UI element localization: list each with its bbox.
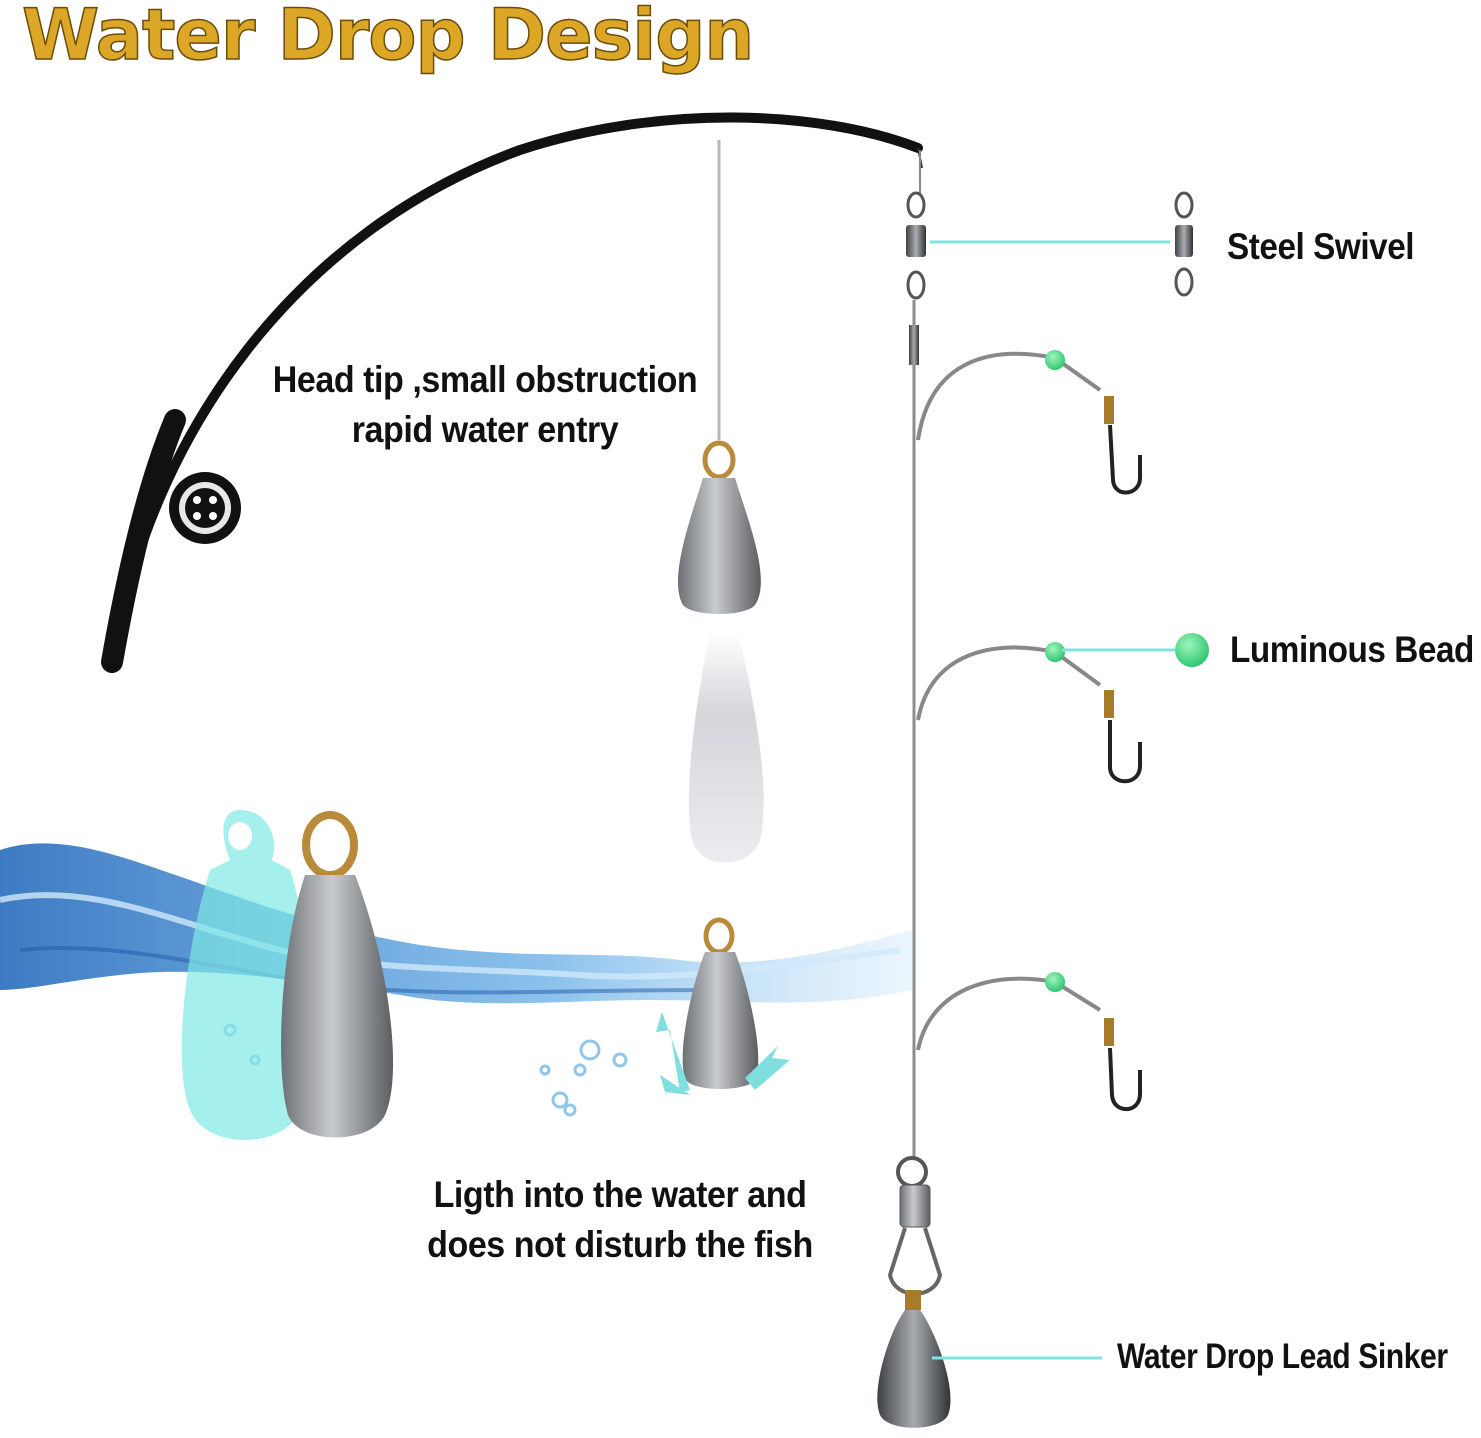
light-entry-description: Ligth into the water and does not distur…: [399, 1170, 841, 1270]
luminous-bead-icon: [1175, 633, 1209, 667]
steel-swivel-label: Steel Swivel: [1227, 226, 1415, 267]
sinker-icon: [281, 811, 394, 1138]
description-line: rapid water entry: [351, 409, 619, 450]
luminous-bead-label: Luminous Bead: [1230, 629, 1474, 670]
description-line: Head tip ,small obstruction: [272, 359, 698, 400]
head-tip-description: Head tip ,small obstruction rapid water …: [255, 355, 715, 455]
hook-icon: [916, 642, 1142, 784]
snap-swivel-icon: [887, 1156, 943, 1310]
sinker-icon: [677, 440, 761, 614]
sinker-icon: [877, 1310, 951, 1428]
reel-icon: [169, 472, 241, 544]
sinker-icon: [181, 810, 311, 1140]
steel-swivel-icon: [1174, 191, 1194, 297]
steel-swivel-icon: [906, 191, 926, 365]
page-title: Water Drop Design: [21, 0, 755, 77]
sinker-icon: [682, 917, 759, 1089]
hook-icon: [916, 972, 1142, 1111]
description-line: does not disturb the fish: [427, 1224, 813, 1265]
arrow-icon: [656, 1012, 790, 1095]
description-line: Ligth into the water and: [433, 1174, 807, 1215]
lead-sinker-label: Water Drop Lead Sinker: [1117, 1337, 1448, 1376]
sinker-icon: [688, 632, 764, 863]
hook-icon: [916, 350, 1142, 495]
water-splash-icon: [0, 843, 912, 1004]
